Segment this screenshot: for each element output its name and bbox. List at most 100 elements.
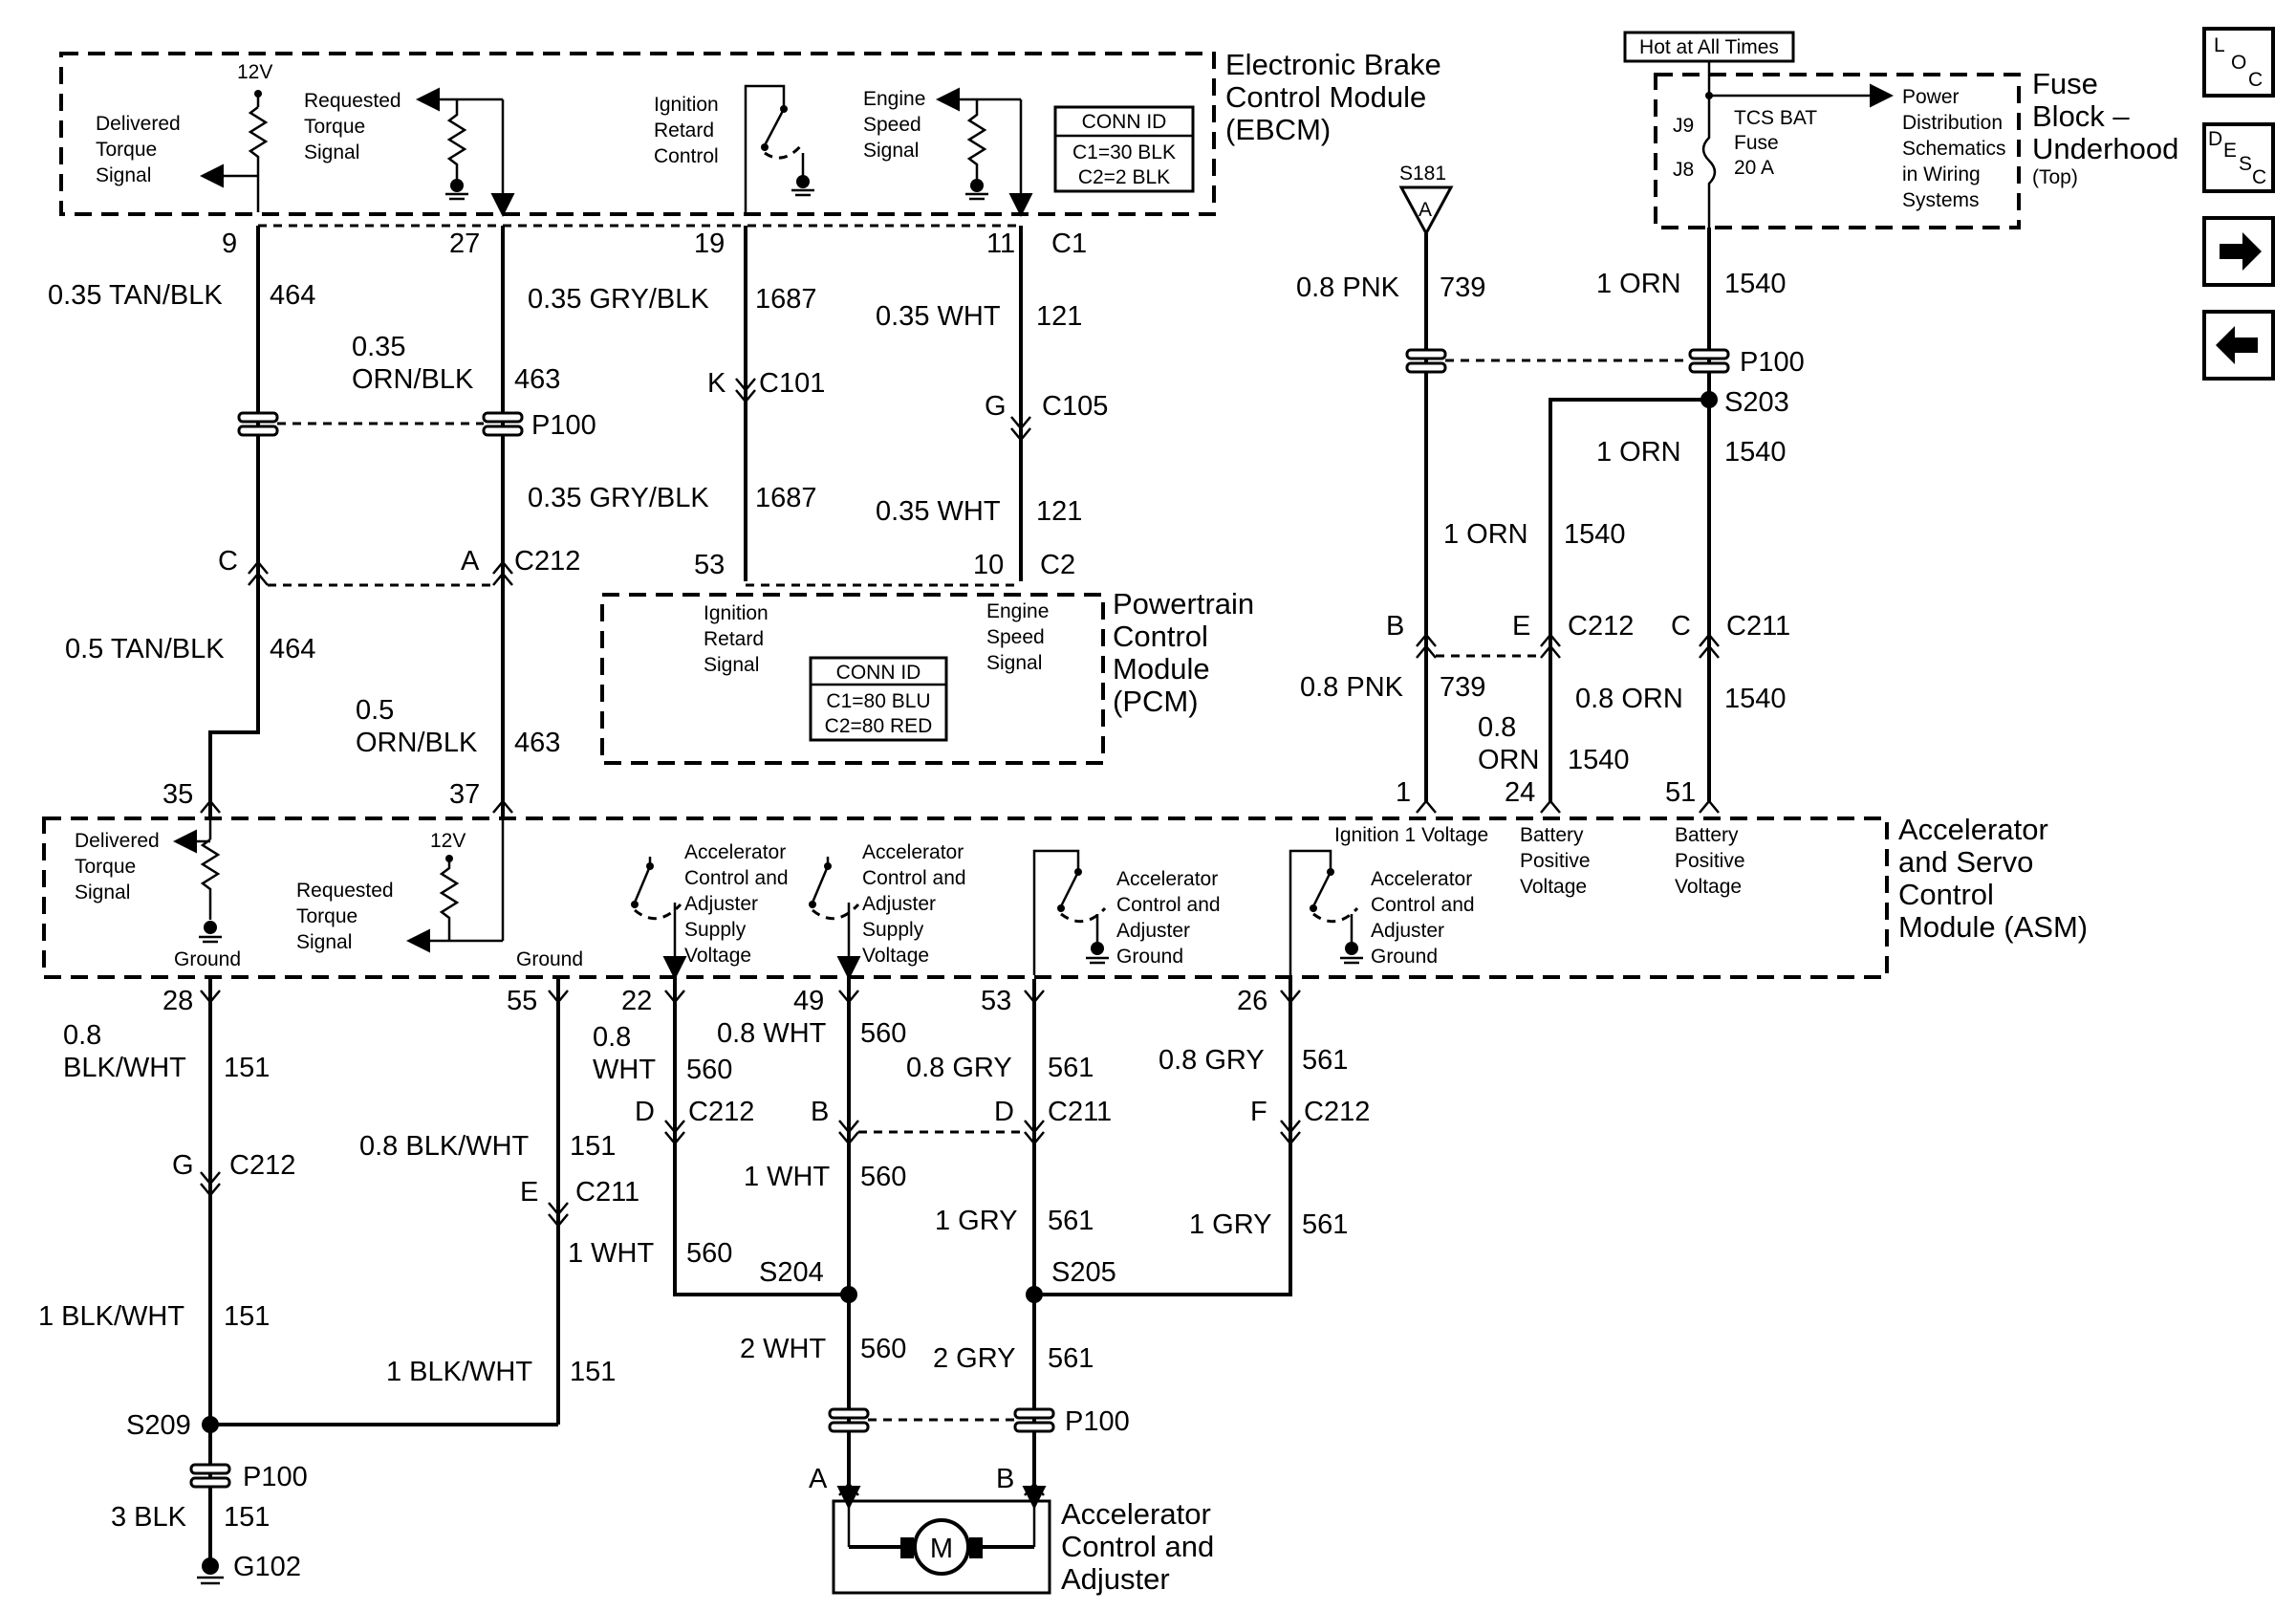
resistor-icon — [200, 838, 221, 920]
ground-switch-1: Accelerator Control and Adjuster Ground — [1032, 849, 1221, 975]
wire-circuit: 560 — [686, 1055, 732, 1085]
arrow-right-icon — [2220, 232, 2262, 271]
asm-sig-label: Accelerator — [1116, 868, 1218, 890]
ebcm-pins: 9 27 19 11 C1 — [222, 224, 1087, 259]
wire-circuit: 1540 — [1724, 684, 1787, 714]
svg-text:C: C — [2252, 166, 2266, 188]
asm-sig-label: Supply — [862, 919, 924, 941]
fuse-label: TCS BAT — [1734, 107, 1817, 129]
p100-connector: P100 — [237, 410, 596, 441]
wire-circuit: 464 — [270, 280, 315, 311]
splice-label: S209 — [126, 1410, 191, 1441]
wire-gauge: 0.35 GRY/BLK — [528, 284, 709, 315]
next-page-button[interactable] — [2202, 216, 2275, 287]
asm-sig-label: Voltage — [862, 945, 929, 967]
asm-sig-label: Torque — [75, 856, 136, 878]
asm-sig-label: Signal — [75, 882, 130, 903]
asm-sig-label: Control and — [1371, 894, 1475, 916]
splice-triangle-icon — [1398, 185, 1454, 237]
wire-gauge: 0.8 GRY — [1159, 1045, 1265, 1076]
wire-gauge: 0.35 WHT — [876, 301, 1001, 332]
loc-button[interactable]: L O C — [2202, 27, 2275, 98]
arrow-left-icon — [2216, 326, 2258, 364]
wire-circuit: 1687 — [755, 284, 817, 315]
asm-sig-label: Delivered — [75, 830, 160, 852]
wire-circuit: 151 — [224, 1301, 270, 1332]
ebcm-sig-label: Signal — [304, 142, 359, 163]
desc-button[interactable]: D E S C — [2202, 122, 2275, 193]
pcm-sig-label: Ignition — [704, 602, 769, 624]
motor-title-line2: Control and — [1061, 1530, 1214, 1563]
wire-circuit: 151 — [570, 1357, 616, 1387]
connector-label: C212 — [688, 1097, 754, 1127]
pcm-sig-label: Signal — [704, 654, 759, 676]
wire-gauge: 1 GRY — [935, 1206, 1018, 1236]
wire-gauge: 0.35 GRY/BLK — [528, 483, 709, 513]
pcm-sig-label: Engine — [986, 600, 1049, 622]
wire-gauge: 1 ORN — [1443, 519, 1528, 550]
asm-12v-label: 12V — [430, 830, 466, 852]
connector-label: C212 — [1568, 611, 1634, 642]
ebcm-sig-label: Retard — [654, 120, 714, 142]
connector-label: P100 — [1740, 347, 1805, 378]
supply-switch-2: Accelerator Control and Adjuster Supply … — [809, 841, 966, 980]
asm-sig-label: Control and — [862, 867, 966, 889]
motor-title-line1: Accelerator — [1061, 1497, 1211, 1531]
splice-label: S204 — [759, 1257, 824, 1288]
fuse-title-line1: Fuse — [2032, 67, 2098, 100]
asm-sig-label: Accelerator — [684, 841, 786, 863]
fuse-icon — [1701, 96, 1717, 228]
connector-pin: C — [218, 546, 238, 577]
asm-sig-label: Ground — [1116, 946, 1183, 968]
wire-circuit: 560 — [686, 1238, 732, 1269]
prev-page-button[interactable] — [2202, 310, 2275, 381]
ground-label: G102 — [233, 1552, 301, 1582]
connector-pin: E — [1512, 611, 1530, 642]
asm-sig-label: Battery — [1675, 824, 1739, 846]
wire-circuit: 1540 — [1724, 437, 1787, 468]
conn-id-c1: C1=30 BLK — [1072, 142, 1176, 163]
asm-sig-label: Positive — [1675, 850, 1745, 872]
resistor-icon — [248, 106, 269, 212]
wire-circuit: 463 — [514, 364, 560, 395]
wire-gauge: 1 ORN — [1596, 437, 1681, 468]
asm-title-line2: and Servo — [1898, 845, 2033, 879]
wire-circuit: 1540 — [1724, 269, 1787, 299]
fuse-block: Hot at All Times J9 J8 TCS BAT Fuse 20 A… — [1623, 31, 2178, 229]
pin-label: 51 — [1665, 777, 1696, 808]
asm-title-line3: Control — [1898, 878, 1994, 911]
accelerator-motor: M Accelerator Control and Adjuster — [832, 1486, 1214, 1596]
wire-circuit: 463 — [514, 728, 560, 758]
svg-text:S: S — [2239, 153, 2252, 175]
switch-icon — [744, 84, 786, 212]
wire-circuit: 151 — [224, 1053, 270, 1083]
connector-label: C2 — [1040, 550, 1075, 580]
wire-gauge: WHT — [593, 1055, 656, 1085]
wire-circuit: 1540 — [1564, 519, 1626, 550]
ebcm-sig-label: Torque — [304, 116, 365, 138]
ebcm-sig-label: Signal — [863, 140, 919, 162]
connector-label: C212 — [1304, 1097, 1370, 1127]
splice-pin: A — [1419, 199, 1432, 221]
splice-label: S203 — [1724, 387, 1789, 418]
ebcm-sig-label: Control — [654, 145, 719, 167]
circuit-739-1540: S181 A 0.8 PNK 739 1 ORN 1540 P100 S203 … — [200, 163, 1805, 814]
wire-gauge: 0.35 WHT — [876, 496, 1001, 527]
ebcm-sig-label: Delivered — [96, 113, 181, 135]
wire-circuit: 151 — [570, 1131, 616, 1162]
conn-id-c2: C2=80 RED — [825, 715, 933, 737]
pin-label: 9 — [222, 229, 237, 259]
pds-label: Systems — [1902, 189, 1980, 211]
asm-sig-label: Positive — [1520, 850, 1591, 872]
ebcm-sig-label: Speed — [863, 114, 921, 136]
wire-gauge: ORN/BLK — [352, 364, 474, 395]
connector-pin: C — [1671, 611, 1691, 642]
asm-sig-label: Ground — [1371, 946, 1438, 968]
wire-circuit: 561 — [1302, 1209, 1348, 1240]
wire-gauge: 2 WHT — [740, 1334, 827, 1364]
wire-gauge: 0.8 GRY — [906, 1053, 1012, 1083]
wire-gauge: 2 GRY — [933, 1343, 1016, 1374]
splice-label: S205 — [1051, 1257, 1116, 1288]
wire-circuit: 121 — [1036, 301, 1082, 332]
ebcm-12v-label: 12V — [237, 61, 272, 83]
